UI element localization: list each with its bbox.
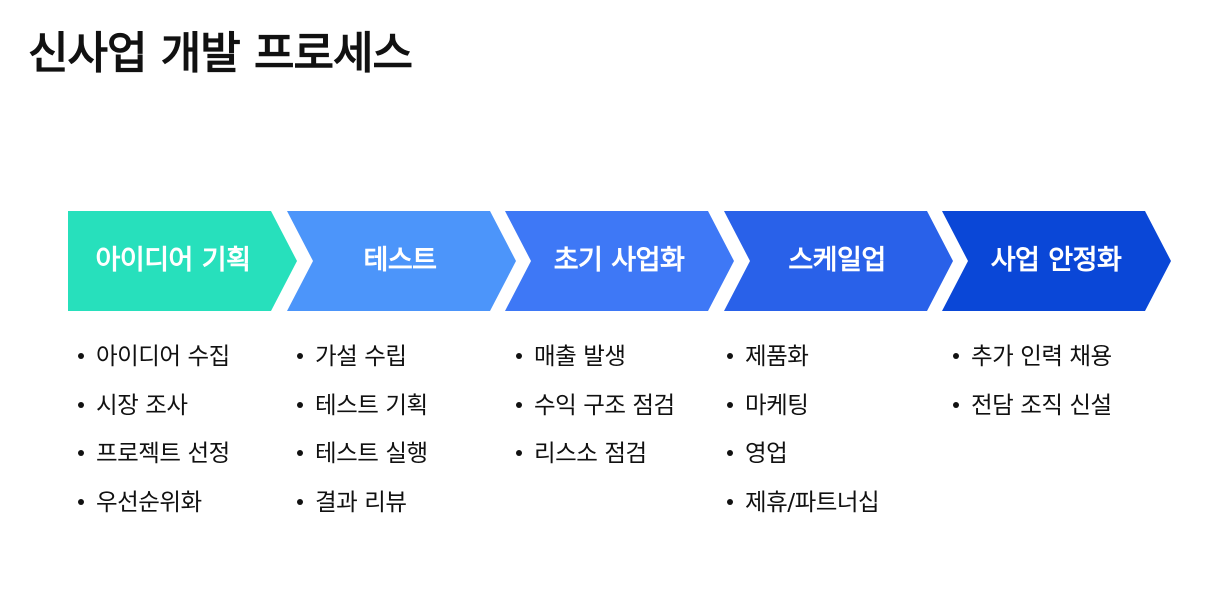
task-item: 매출 발생	[515, 334, 675, 383]
task-item: 전담 조직 신설	[952, 383, 1112, 432]
task-item: 시장 조사	[77, 383, 230, 432]
task-item: 가설 수립	[296, 334, 428, 383]
task-item: 테스트 기획	[296, 383, 428, 432]
stage-2-task-list: 가설 수립 테스트 기획 테스트 실행 결과 리뷰	[296, 334, 428, 528]
task-item: 리스소 점검	[515, 431, 675, 480]
task-item: 우선순위화	[77, 480, 230, 529]
task-item: 결과 리뷰	[296, 480, 428, 529]
stage-4-label: 스케일업	[788, 245, 886, 276]
task-item: 추가 인력 채용	[952, 334, 1112, 383]
task-item: 마케팅	[726, 383, 879, 432]
stage-1-label: 아이디어 기획	[95, 245, 251, 276]
stage-3-chevron	[505, 211, 734, 311]
stage-5-task-list: 추가 인력 채용 전담 조직 신설	[952, 334, 1112, 431]
stage-1-chevron	[68, 211, 297, 311]
task-item: 영업	[726, 431, 879, 480]
stage-5-chevron	[942, 211, 1171, 311]
task-item: 프로젝트 선정	[77, 431, 230, 480]
task-item: 아이디어 수집	[77, 334, 230, 383]
stage-2-chevron	[287, 211, 516, 311]
task-item: 테스트 실행	[296, 431, 428, 480]
page-title: 신사업 개발 프로세스	[28, 28, 413, 79]
stage-1-task-list: 아이디어 수집 시장 조사 프로젝트 선정 우선순위화	[77, 334, 230, 528]
stage-3-task-list: 매출 발생 수익 구조 점검 리스소 점검	[515, 334, 675, 480]
task-item: 수익 구조 점검	[515, 383, 675, 432]
task-item: 제품화	[726, 334, 879, 383]
stage-5-label: 사업 안정화	[990, 245, 1122, 276]
stage-4-chevron	[724, 211, 953, 311]
stage-2-label: 테스트	[363, 245, 437, 276]
stage-3-label: 초기 사업화	[553, 245, 685, 276]
stage-4-task-list: 제품화 마케팅 영업 제휴/파트너십	[726, 334, 880, 529]
task-item: 제휴/파트너십	[726, 480, 880, 529]
